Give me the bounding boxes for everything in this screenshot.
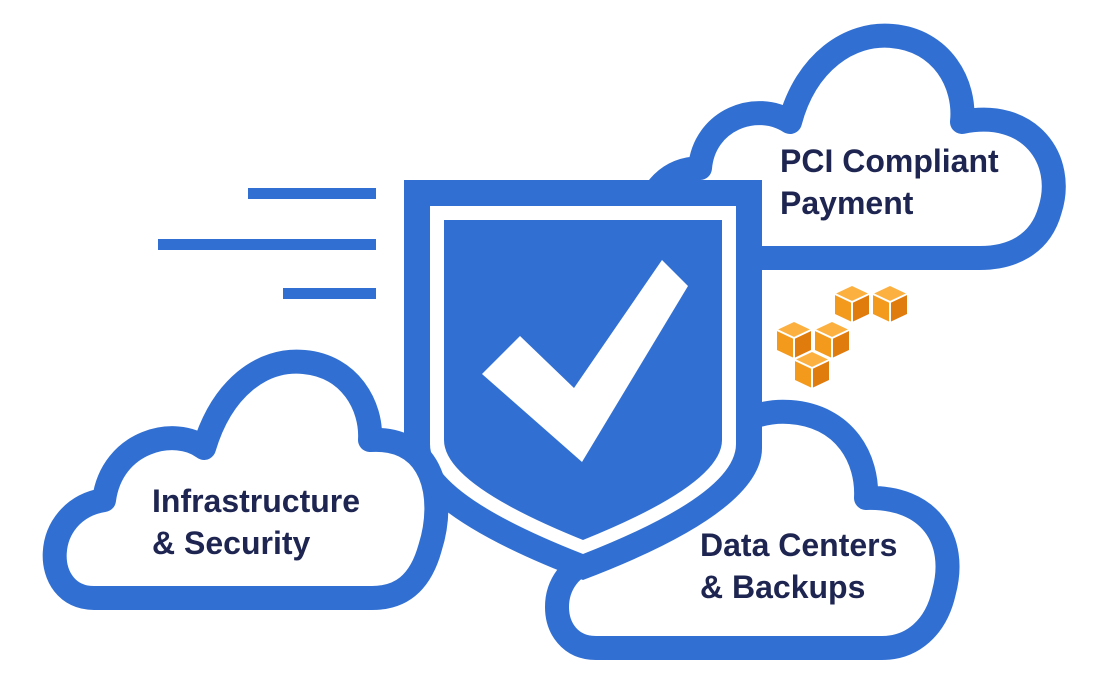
cloud-datacenters-label: Data Centers & Backups [700,527,906,605]
checkmark-icon [482,260,688,462]
cloud-payment-label: PCI Compliant Payment [780,143,1008,221]
cloud-payment-line1: PCI Compliant [780,143,999,179]
cloud-payment-line2: Payment [780,185,914,221]
speed-line-top [248,188,376,199]
cloud-datacenters-line1: Data Centers [700,527,897,563]
shield-check-icon [404,180,762,580]
cube [776,321,812,359]
speed-lines-icon [158,188,376,299]
cube [794,351,830,389]
speed-line-middle [158,239,376,250]
cloud-datacenters-line2: & Backups [700,569,865,605]
cloud-infrastructure: Infrastructure & Security [42,349,449,610]
cloud-infrastructure-line1: Infrastructure [152,483,360,519]
cloud-infrastructure-line2: & Security [152,525,310,561]
cloud-infrastructure-label: Infrastructure & Security [152,483,369,561]
cube [814,321,850,359]
cube [872,285,908,323]
aws-cubes-icon [776,285,908,389]
speed-line-bottom [283,288,376,299]
cube [834,285,870,323]
